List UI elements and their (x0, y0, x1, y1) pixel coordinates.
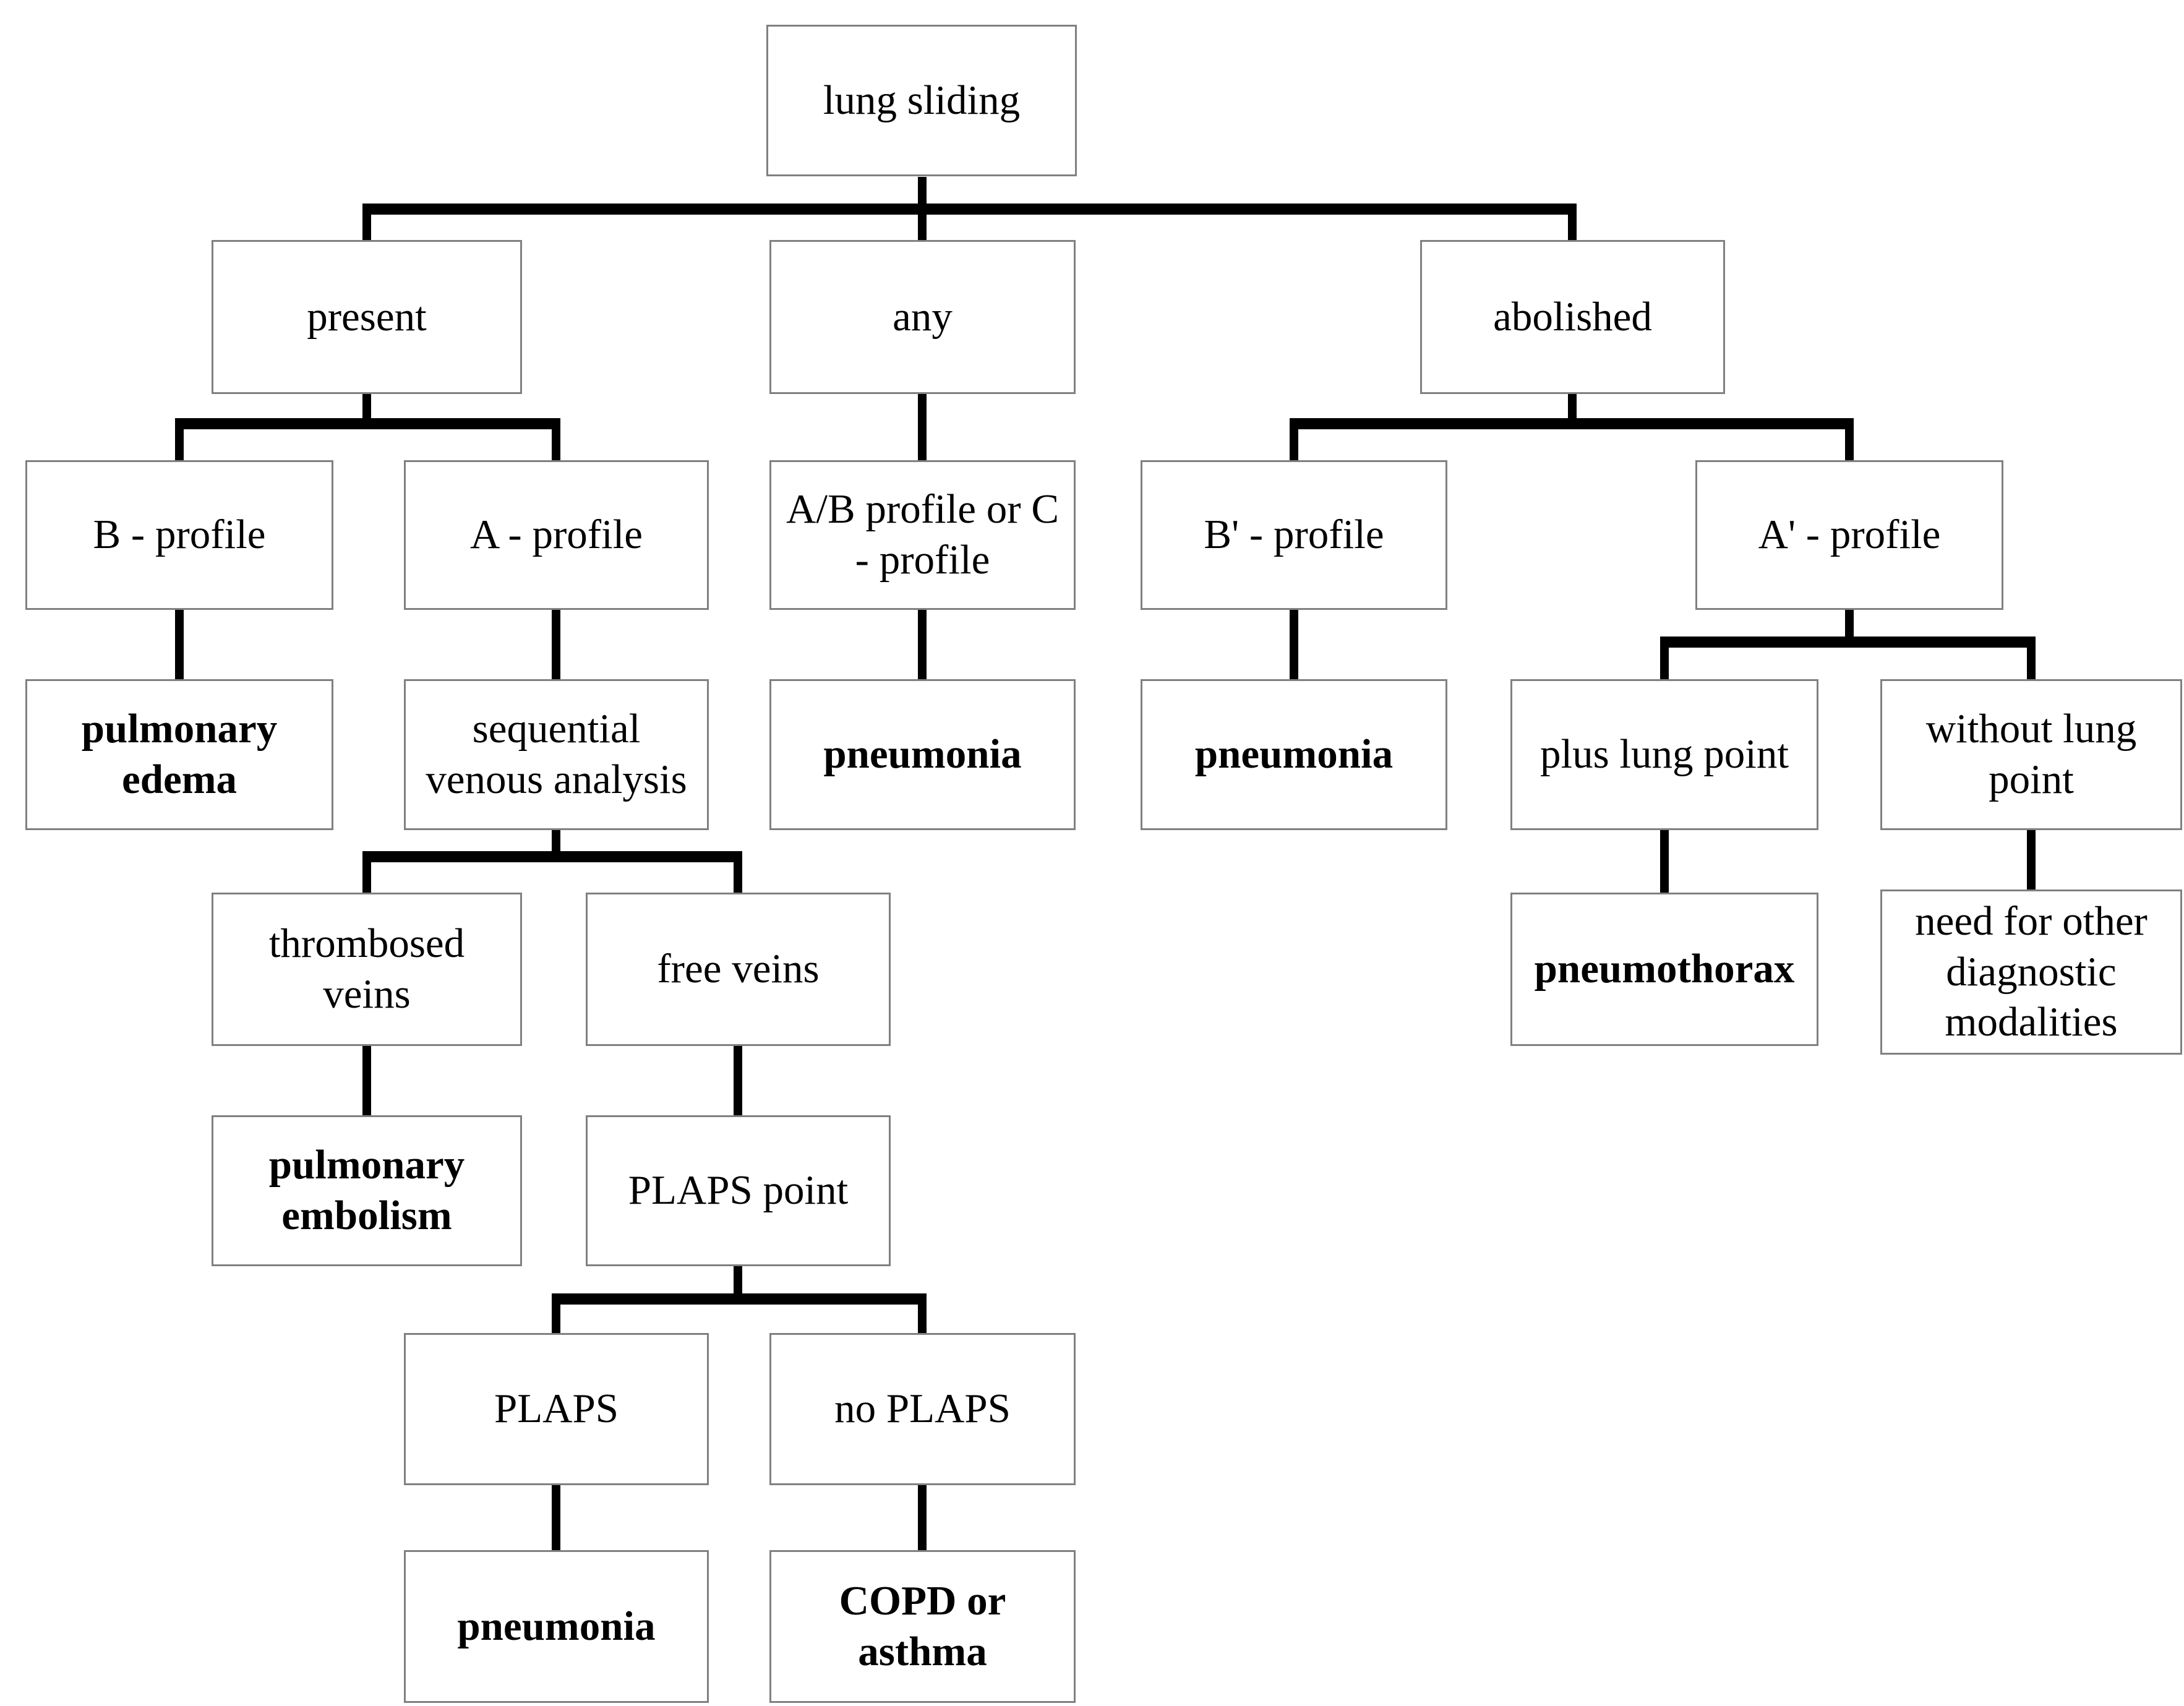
connector (2027, 829, 2036, 891)
node-plus-lung-point: plus lung point (1510, 679, 1818, 830)
node-no-plaps: no PLAPS (769, 1333, 1076, 1485)
connector (1568, 393, 1577, 425)
node-label: PLAPS (494, 1386, 619, 1432)
connector (918, 390, 927, 461)
node-thrombosed-veins: thrombosed veins (212, 893, 522, 1046)
connector (175, 609, 184, 680)
node-label: PLAPS point (628, 1167, 849, 1214)
node-label: plus lung point (1540, 731, 1789, 778)
node-plaps-point: PLAPS point (586, 1115, 891, 1266)
node-label: pneumothorax (1534, 946, 1795, 992)
node-pneumonia-plaps: pneumonia (404, 1550, 709, 1703)
node-label: A - profile (469, 512, 643, 558)
connector (1660, 829, 1669, 894)
connector (362, 1045, 371, 1117)
connector (362, 851, 742, 862)
node-b-profile: B - profile (25, 460, 333, 610)
node-label: A' - profile (1758, 512, 1941, 558)
connector (362, 393, 371, 425)
node-lung-sliding: lung sliding (766, 25, 1077, 176)
node-label: B' - profile (1204, 512, 1384, 558)
node-label: without lung point (1925, 706, 2137, 802)
connector (362, 204, 1577, 215)
node-present: present (212, 240, 522, 394)
node-b-prime-profile: B' - profile (1141, 460, 1447, 610)
node-label: abolished (1493, 293, 1652, 340)
node-abolished: abolished (1420, 240, 1725, 394)
node-label: sequential venous analysis (426, 706, 687, 802)
connector (552, 1293, 927, 1305)
node-free-veins: free veins (586, 893, 891, 1046)
node-pneumothorax: pneumothorax (1510, 893, 1818, 1046)
node-pneumonia-b-prime: pneumonia (1141, 679, 1447, 830)
node-sequential-venous-analysis: sequential venous analysis (404, 679, 709, 830)
node-label: B - profile (93, 512, 266, 558)
node-label: need for other diagnostic modalities (1915, 898, 2148, 1045)
connector (1290, 418, 1854, 429)
node-label: lung sliding (823, 77, 1021, 123)
node-without-lung-point: without lung point (1880, 679, 2182, 830)
connector (552, 1484, 560, 1551)
connector (918, 1484, 927, 1551)
connector (1660, 637, 2036, 648)
connector (552, 609, 560, 680)
node-pulmonary-edema: pulmonary edema (25, 679, 333, 830)
node-ab-or-c-profile: A/B profile or C - profile (769, 460, 1076, 610)
node-pulmonary-embolism: pulmonary embolism (212, 1115, 522, 1266)
node-label: no PLAPS (834, 1386, 1011, 1432)
node-label: pneumonia (457, 1603, 656, 1649)
connector (175, 418, 560, 429)
node-label: pulmonary embolism (268, 1142, 465, 1238)
connector (734, 1045, 742, 1117)
node-a-prime-profile: A' - profile (1695, 460, 2003, 610)
node-label: pneumonia (823, 731, 1022, 778)
node-label: pulmonary edema (81, 706, 278, 802)
node-label: free veins (657, 946, 820, 992)
node-a-profile: A - profile (404, 460, 709, 610)
node-label: any (893, 293, 953, 340)
connector (918, 609, 927, 680)
node-plaps: PLAPS (404, 1333, 709, 1485)
node-need-other-modalities: need for other diagnostic modalities (1880, 889, 2182, 1055)
node-label: thrombosed veins (268, 920, 465, 1017)
node-copd-or-asthma: COPD or asthma (769, 1550, 1076, 1703)
connector (552, 829, 560, 858)
node-any: any (769, 240, 1076, 394)
node-label: COPD or asthma (839, 1577, 1006, 1674)
connector (734, 1265, 742, 1300)
node-pneumonia-ab-c: pneumonia (769, 679, 1076, 830)
connector (1845, 609, 1854, 643)
node-label: pneumonia (1194, 731, 1394, 778)
node-label: present (307, 293, 427, 340)
connector (1290, 609, 1298, 680)
node-label: A/B profile or C - profile (786, 486, 1060, 583)
